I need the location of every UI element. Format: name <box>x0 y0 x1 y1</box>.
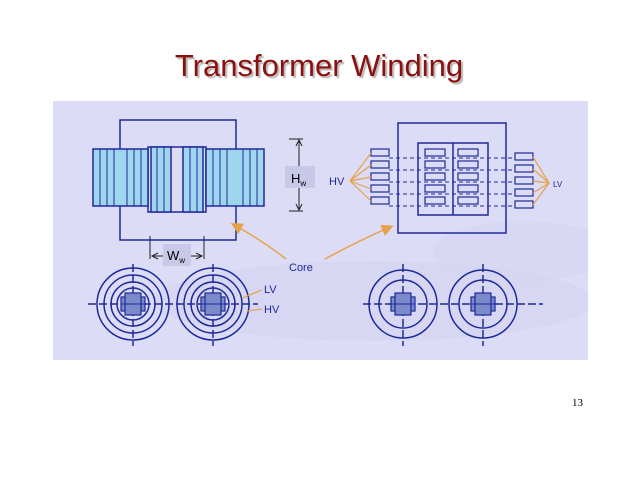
core-type-cross-section <box>88 264 258 346</box>
lv-bottom-leader <box>241 289 263 299</box>
winding-center-left <box>150 146 172 213</box>
hw-label-box <box>285 166 315 188</box>
hv-label-right: HV <box>329 176 345 188</box>
core-arrow-right <box>324 224 394 260</box>
core-arrow-left <box>230 223 287 260</box>
hv-bottom-leader <box>246 308 263 312</box>
core-type-front-view <box>92 119 265 241</box>
shell-dashed-lines <box>389 157 515 207</box>
ww-dimension <box>149 236 205 260</box>
lv-label-right: LV <box>553 180 563 189</box>
winding-diagram: Hw Ww Core <box>88 119 588 346</box>
winding-center-right <box>182 146 204 213</box>
slide-title: Transformer Winding <box>174 48 464 83</box>
ww-label: Ww <box>167 248 185 265</box>
winding-left-outer <box>92 148 149 207</box>
hv-leader-lines <box>349 152 372 202</box>
ww-label-box <box>163 244 191 266</box>
hv-label-bottom: HV <box>264 304 280 316</box>
core-label: Core <box>289 262 313 274</box>
transformer-winding-figure: Hw Ww Core <box>53 101 588 360</box>
lv-leader-lines <box>532 156 550 206</box>
shell-type-front-view <box>397 122 507 234</box>
hw-label: Hw <box>291 171 306 188</box>
shell-core-outline <box>397 122 507 234</box>
winding-right-outer <box>205 148 265 207</box>
winding-stripes <box>99 147 258 212</box>
lv-label-bottom: LV <box>264 284 277 296</box>
page-number: 13 <box>572 397 583 409</box>
shell-coil-blocks <box>370 148 534 209</box>
